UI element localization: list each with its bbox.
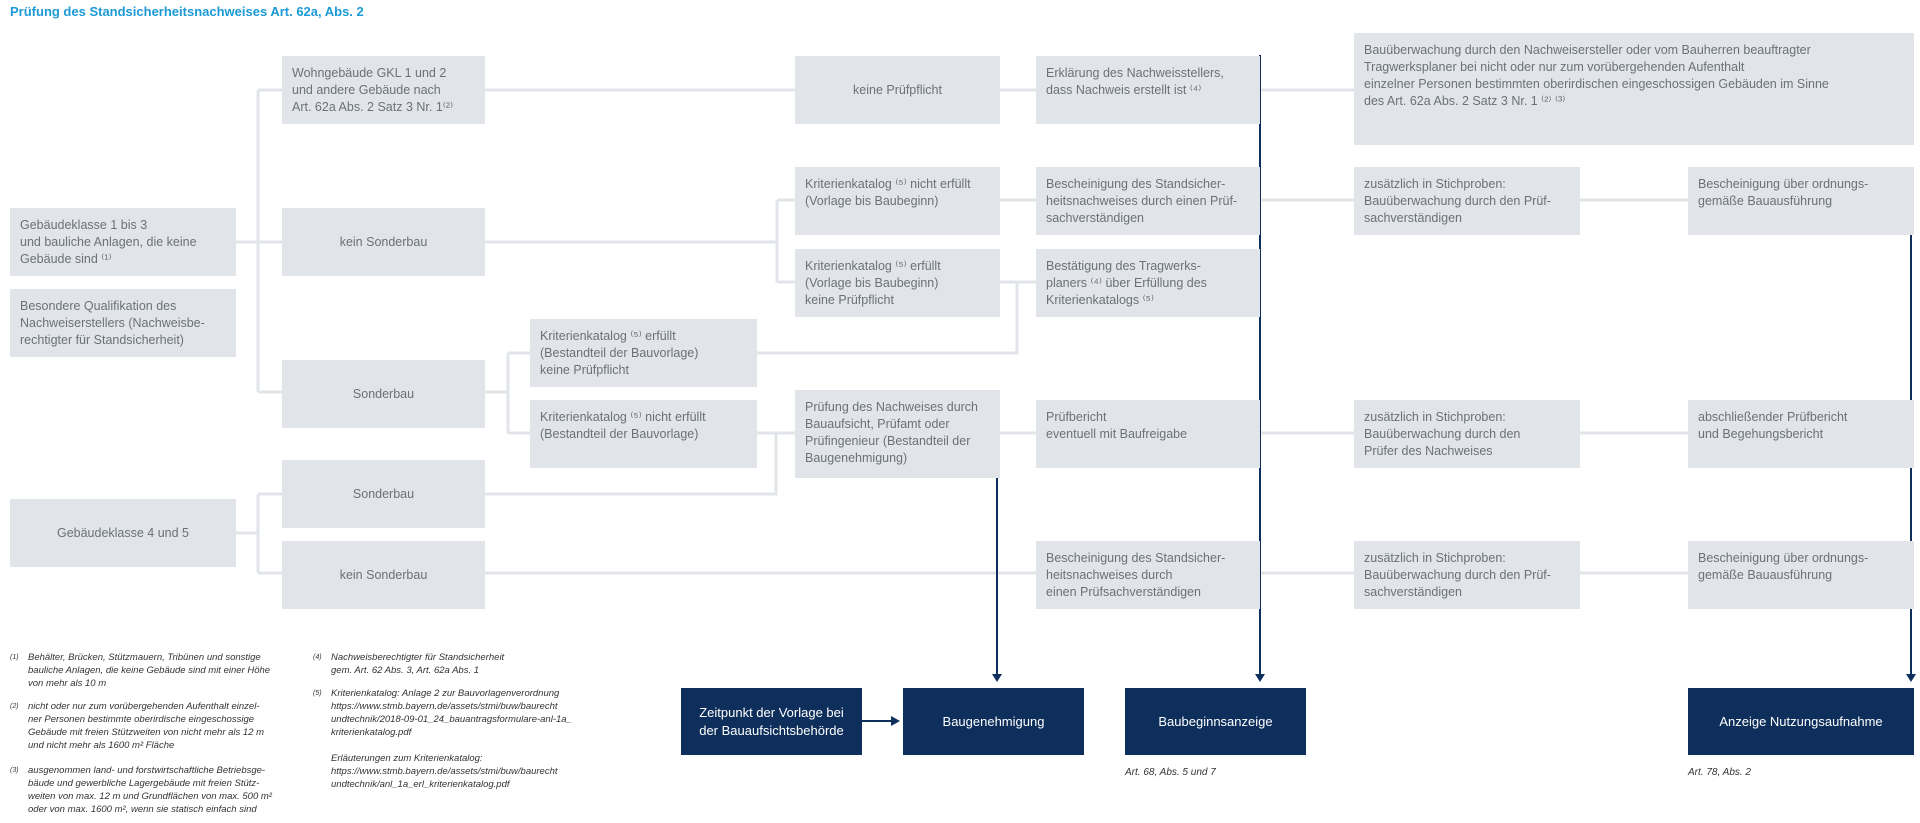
milestone-baugenehmigung: Baugenehmigung: [903, 688, 1084, 755]
box-gebaeudeklasse-1-3: Gebäudeklasse 1 bis 3 und bauliche Anlag…: [10, 208, 236, 276]
box-kein-sonderbau-2: kein Sonderbau: [282, 541, 485, 609]
box-kriterienkatalog-nicht-erfuellt-bauvorlage: Kriterienkatalog ⁽⁵⁾ nicht erfüllt (Best…: [530, 400, 757, 468]
note-baubeginn-article: Art. 68, Abs. 5 und 7: [1125, 767, 1216, 778]
box-erklaerung-nachweisersteller: Erklärung des Nachweisstellers, dass Nac…: [1036, 56, 1260, 124]
box-abschliessender-pruefbericht: abschließender Prüfbericht und Begehungs…: [1688, 400, 1914, 468]
footnote-text: Nachweisberechtigter für Standsicherheit…: [331, 652, 505, 676]
box-stichproben-2: zusätzlich in Stichproben: Bauüberwachun…: [1354, 400, 1580, 468]
box-besondere-qualifikation: Besondere Qualifikation des Nachweiserst…: [10, 289, 236, 357]
box-bescheinigung-standsicherheit-1: Bescheinigung des Standsicher- heitsnach…: [1036, 167, 1260, 235]
footnote-3: (3) ausgenommen land- und forstwirtschaf…: [10, 764, 310, 816]
box-bescheinigung-bauausfuehrung-2: Bescheinigung über ordnungs- gemäße Baua…: [1688, 541, 1914, 609]
box-pruefung-des-nachweises: Prüfung des Nachweises durch Bauaufsicht…: [795, 390, 1000, 478]
box-bescheinigung-bauausfuehrung-1: Bescheinigung über ordnungs- gemäße Baua…: [1688, 167, 1914, 235]
box-wohngebaeude: Wohngebäude GKL 1 und 2 und andere Gebäu…: [282, 56, 485, 124]
footnote-text: nicht oder nur zum vorübergehenden Aufen…: [28, 701, 265, 751]
note-nutzung-article: Art. 78, Abs. 2: [1688, 767, 1751, 778]
footnote-text: Erläuterungen zum Kriterienkatalog: http…: [331, 753, 558, 790]
box-kein-sonderbau-1: kein Sonderbau: [282, 208, 485, 276]
box-bescheinigung-standsicherheit-2: Bescheinigung des Standsicher- heitsnach…: [1036, 541, 1260, 609]
footnote-text: Behälter, Brücken, Stützmauern, Tribünen…: [28, 652, 271, 689]
box-stichproben-1: zusätzlich in Stichproben: Bauüberwachun…: [1354, 167, 1580, 235]
footnote-number: (3): [10, 767, 19, 774]
milestone-baubeginnsanzeige: Baubeginnsanzeige: [1125, 688, 1306, 755]
box-bauueberwachung: Bauüberwachung durch den Nachweiserstell…: [1354, 33, 1914, 145]
footnote-number: (1): [10, 654, 19, 661]
milestone-zeitpunkt-vorlage: Zeitpunkt der Vorlage bei der Bauaufsich…: [681, 688, 862, 755]
footnote-5: (5) Kriterienkatalog: Anlage 2 zur Bauvo…: [313, 687, 633, 739]
footnote-2: (2) nicht oder nur zum vorübergehenden A…: [10, 700, 310, 752]
footnote-1: (1) Behälter, Brücken, Stützmauern, Trib…: [10, 651, 310, 690]
box-sonderbau-1: Sonderbau: [282, 360, 485, 428]
box-keine-pruefpflicht: keine Prüfpflicht: [795, 56, 1000, 124]
footnote-4: (4) Nachweisberechtigter für Standsicher…: [313, 651, 633, 677]
box-pruefbericht: Prüfbericht eventuell mit Baufreigabe: [1036, 400, 1260, 468]
footnote-number: (2): [10, 703, 19, 710]
milestone-anzeige-nutzungsaufnahme: Anzeige Nutzungsaufnahme: [1688, 688, 1914, 755]
footnote-text: ausgenommen land- und forstwirtschaftlic…: [28, 765, 272, 815]
footnote-text: Kriterienkatalog: Anlage 2 zur Bauvorlag…: [331, 688, 572, 738]
box-kriterienkatalog-nicht-erfuellt-baubeginn: Kriterienkatalog ⁽⁵⁾ nicht erfüllt (Vorl…: [795, 167, 1000, 235]
page-title: Prüfung des Standsicherheitsnachweises A…: [10, 4, 364, 19]
box-sonderbau-2: Sonderbau: [282, 460, 485, 528]
box-stichproben-3: zusätzlich in Stichproben: Bauüberwachun…: [1354, 541, 1580, 609]
footnote-number: (4): [313, 654, 322, 661]
box-kriterienkatalog-erfuellt-baubeginn: Kriterienkatalog ⁽⁵⁾ erfüllt (Vorlage bi…: [795, 249, 1000, 317]
box-kriterienkatalog-erfuellt-bauvorlage: Kriterienkatalog ⁽⁵⁾ erfüllt (Bestandtei…: [530, 319, 757, 387]
box-gebaeudeklasse-4-5: Gebäudeklasse 4 und 5: [10, 499, 236, 567]
box-bestaetigung-tragwerksplaner: Bestätigung des Tragwerks- planers ⁽⁴⁾ ü…: [1036, 249, 1260, 317]
footnote-number: (5): [313, 690, 322, 697]
footnote-5-erlaeuterungen: Erläuterungen zum Kriterienkatalog: http…: [313, 752, 633, 791]
